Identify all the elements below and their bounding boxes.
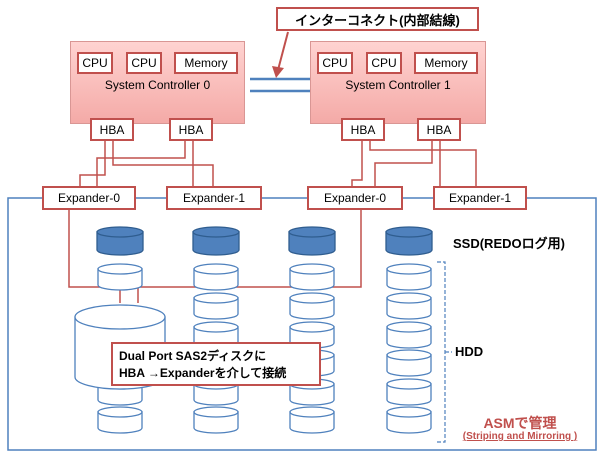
- interconnect-label: インターコネクト(内部結線): [276, 7, 479, 31]
- memory-0: Memory: [174, 52, 238, 74]
- hba-0a: HBA: [90, 118, 134, 141]
- expander-1a: Expander-1: [166, 186, 262, 210]
- expander-0a: Expander-0: [42, 186, 136, 210]
- system-controller-1: CPU CPU Memory System Controller 1: [310, 41, 486, 124]
- hdd-disk: [289, 406, 335, 434]
- cpu-1b: CPU: [366, 52, 402, 74]
- hdd-disk: [193, 263, 239, 291]
- interconnect-lines: [250, 77, 310, 93]
- storage-enclosure: [7, 197, 597, 451]
- cpu-0a: CPU: [77, 52, 113, 74]
- hdd-disk: [386, 349, 432, 377]
- hdd-disk: [97, 406, 143, 434]
- hdd-disk: [386, 263, 432, 291]
- system-controller-0-label: System Controller 0: [104, 78, 211, 92]
- hdd-bracket: [437, 261, 452, 443]
- ssd-disk: [385, 226, 433, 256]
- disk-note-line1: Dual Port SAS2ディスクに: [119, 349, 267, 363]
- ssd-disk: [288, 226, 336, 256]
- hba-1a: HBA: [341, 118, 385, 141]
- ssd-label: SSD(REDOログ用): [453, 236, 565, 251]
- disk-note: Dual Port SAS2ディスクに HBA →Expanderを介して接続: [111, 342, 321, 386]
- cpu-0b: CPU: [126, 52, 162, 74]
- hdd-disk: [97, 263, 143, 291]
- hba-expander-wiring: [79, 141, 477, 186]
- asm-subtitle: (Striping and Mirroring ): [462, 431, 578, 442]
- cpu-1a: CPU: [317, 52, 353, 74]
- hdd-disk: [386, 292, 432, 320]
- hba-0b: HBA: [169, 118, 213, 141]
- hba-1b: HBA: [417, 118, 461, 141]
- hdd-disk: [386, 406, 432, 434]
- hdd-label: HDD: [455, 344, 484, 359]
- ssd-disk: [192, 226, 240, 256]
- interconnect-arrow: [272, 31, 289, 78]
- system-controller-0: CPU CPU Memory System Controller 0: [70, 41, 245, 124]
- expander-disk-wiring: [68, 210, 362, 303]
- disk-stacks: [74, 226, 433, 434]
- hdd-disk: [193, 406, 239, 434]
- expander-0b: Expander-0: [307, 186, 403, 210]
- system-controller-1-label: System Controller 1: [345, 78, 451, 92]
- memory-1: Memory: [414, 52, 478, 74]
- hdd-disk: [289, 292, 335, 320]
- disk-note-line2: HBA →Expanderを介して接続: [119, 366, 287, 380]
- hdd-disk: [386, 321, 432, 349]
- ssd-disk: [96, 226, 144, 256]
- asm-title: ASMで管理: [483, 415, 557, 431]
- hdd-disk: [289, 263, 335, 291]
- expander-1b: Expander-1: [433, 186, 527, 210]
- hdd-disk: [386, 378, 432, 406]
- hdd-disk: [193, 292, 239, 320]
